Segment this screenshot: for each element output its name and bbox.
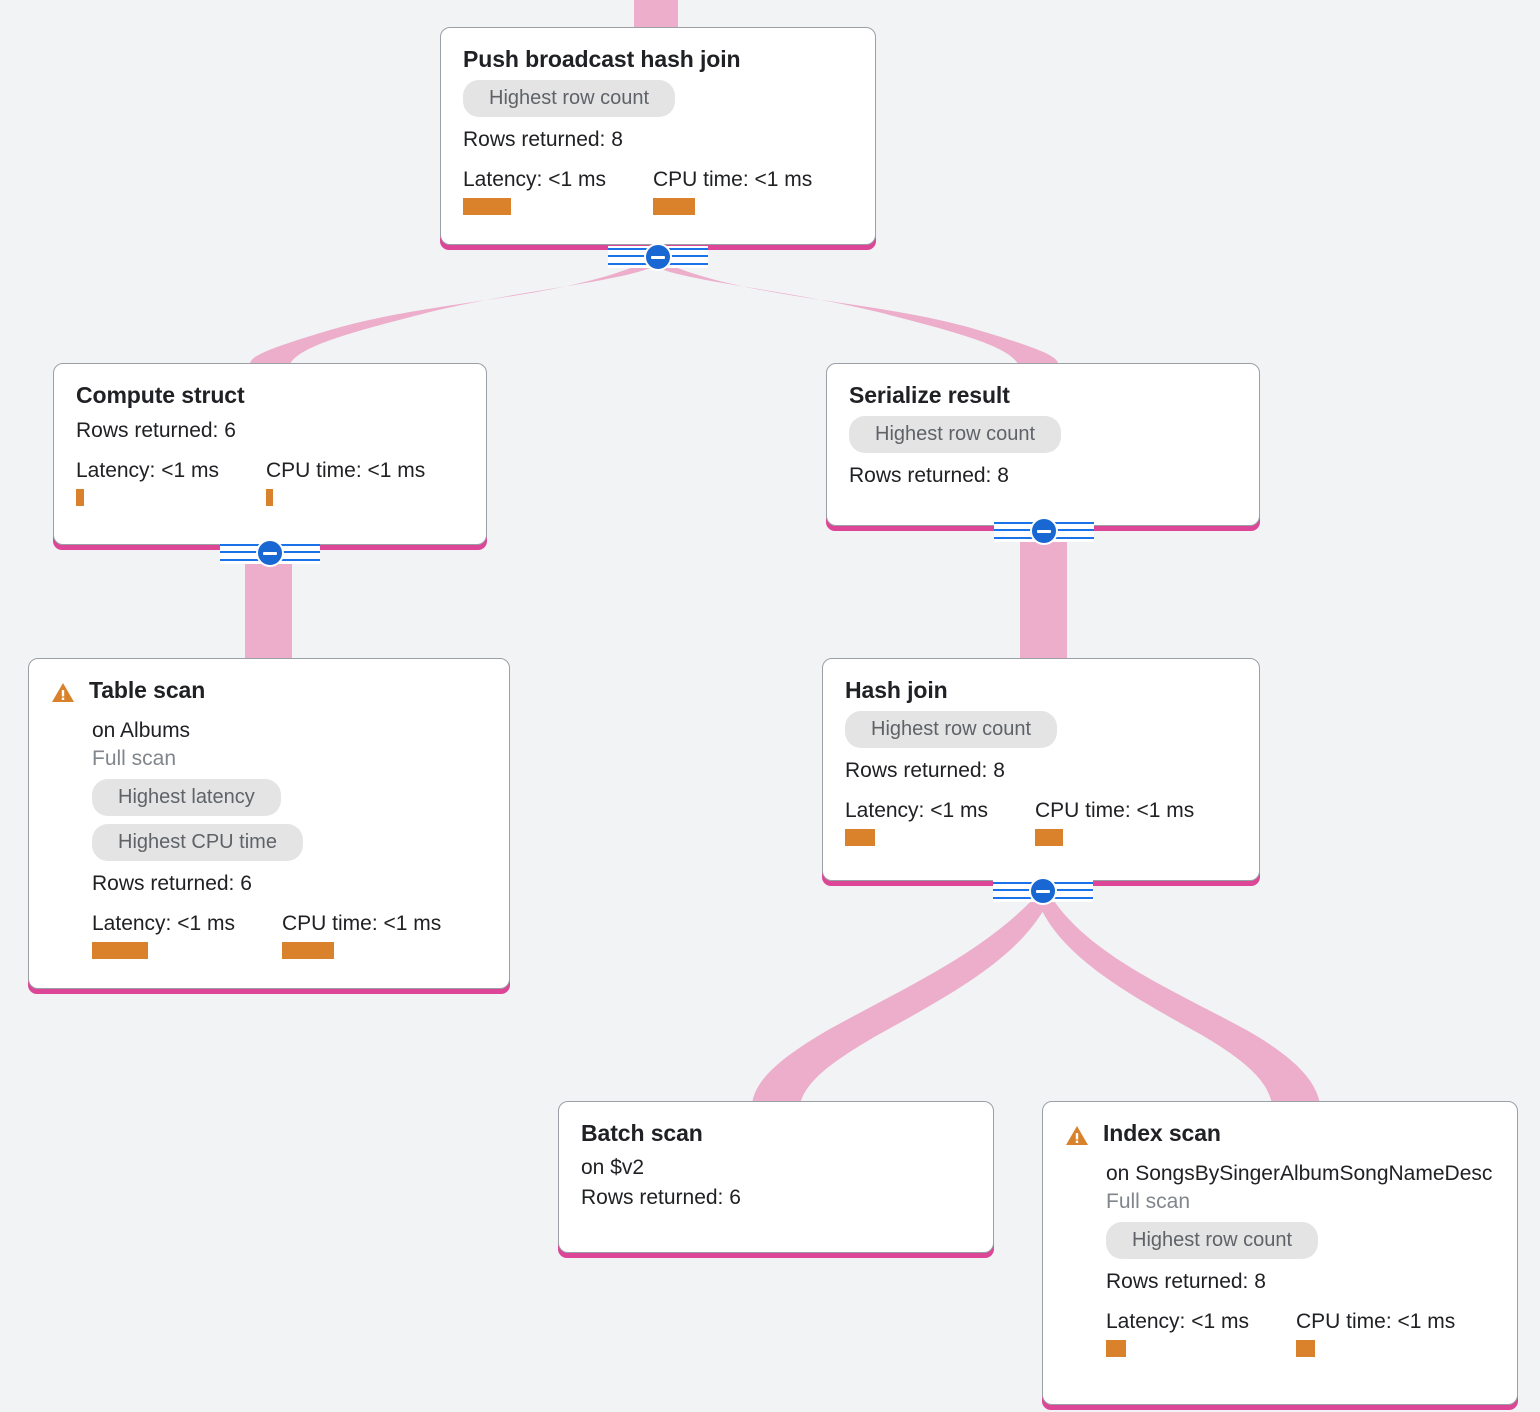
node-subtitle: on SongsBySingerAlbumSongNameDesc — [1106, 1162, 1493, 1185]
minus-glyph — [651, 255, 665, 259]
metric-latency-bar — [92, 941, 148, 959]
metric-cpu-time: CPU time: <1 ms — [653, 167, 812, 215]
metric-latency-label: Latency: <1 ms — [845, 798, 988, 822]
metric-cpu-time-label: CPU time: <1 ms — [282, 911, 442, 935]
rows-returned: Rows returned: 8 — [1106, 1270, 1266, 1294]
node-scan-note: Full scan — [92, 747, 177, 771]
metric-latency: Latency: <1 ms — [1106, 1309, 1296, 1357]
node-table-scan[interactable]: Table scan on Albums Full scan Highest l… — [28, 658, 510, 989]
metric-cpu-time: CPU time: <1 ms — [1296, 1309, 1455, 1357]
metric-latency-label: Latency: <1 ms — [1106, 1309, 1249, 1333]
node-title: Index scan — [1103, 1120, 1221, 1146]
node-title: Push broadcast hash join — [463, 46, 741, 72]
metric-latency: Latency: <1 ms — [92, 911, 282, 959]
node-serialize-result[interactable]: Serialize result Highest row count Rows … — [826, 363, 1260, 526]
metric-cpu-time: CPU time: <1 ms — [266, 458, 425, 506]
node-compute-struct[interactable]: Compute struct Rows returned: 6 Latency:… — [53, 363, 487, 545]
metric-latency-bar — [76, 488, 84, 506]
rows-returned: Rows returned: 8 — [463, 128, 623, 152]
edge-push-to-serialize-result — [653, 262, 1058, 364]
edge-hash-join-to-index-scan — [1038, 898, 1320, 1104]
badge-highest-latency: Highest latency — [92, 779, 281, 817]
metric-latency-bar — [463, 197, 511, 215]
metric-cpu-time-bar — [282, 941, 334, 959]
metric-cpu-time: CPU time: <1 ms — [1035, 798, 1194, 846]
metric-cpu-time-label: CPU time: <1 ms — [1035, 798, 1195, 822]
warning-icon — [51, 682, 75, 709]
collapse-toggle-compute-struct[interactable] — [220, 538, 320, 568]
edge-hash-join-to-batch-scan — [752, 898, 1048, 1104]
minus-icon[interactable] — [1030, 517, 1058, 545]
collapse-toggle-hash-join[interactable] — [993, 876, 1093, 906]
metric-latency: Latency: <1 ms — [76, 458, 266, 506]
badge-highest-cpu-time: Highest CPU time — [92, 824, 303, 862]
metric-latency-label: Latency: <1 ms — [463, 167, 606, 191]
rows-returned: Rows returned: 6 — [76, 419, 236, 443]
minus-icon[interactable] — [256, 539, 284, 567]
node-title: Batch scan — [581, 1120, 703, 1146]
metric-cpu-time-label: CPU time: <1 ms — [653, 167, 813, 191]
badge-highest-row-count: Highest row count — [849, 416, 1062, 454]
minus-glyph — [1037, 529, 1051, 533]
edge-serialize-result-to-hash-join — [1020, 530, 1067, 662]
minus-icon[interactable] — [1029, 877, 1057, 905]
metric-latency: Latency: <1 ms — [463, 167, 653, 215]
metric-latency-label: Latency: <1 ms — [76, 458, 219, 482]
rows-returned: Rows returned: 8 — [845, 759, 1005, 783]
rows-returned: Rows returned: 8 — [849, 464, 1009, 488]
edge-push-to-compute-struct — [250, 262, 655, 364]
warning-icon — [1065, 1125, 1089, 1152]
rows-returned: Rows returned: 6 — [581, 1185, 741, 1209]
node-subtitle: on $v2 — [581, 1156, 645, 1180]
rows-returned: Rows returned: 6 — [92, 872, 252, 896]
node-batch-scan[interactable]: Batch scan on $v2 Rows returned: 6 — [558, 1101, 994, 1253]
metric-latency-bar — [845, 828, 875, 846]
badge-highest-row-count: Highest row count — [845, 711, 1058, 749]
badge-highest-row-count: Highest row count — [463, 80, 676, 118]
minus-glyph — [1036, 889, 1050, 893]
collapse-toggle-push-broadcast-hash-join[interactable] — [608, 242, 708, 272]
metric-cpu-time-bar — [653, 197, 695, 215]
node-title: Hash join — [845, 677, 948, 703]
collapse-toggle-serialize-result[interactable] — [994, 516, 1094, 546]
node-subtitle: on Albums — [92, 719, 191, 742]
edge-incoming-to-push-broadcast-hash-join — [634, 0, 678, 28]
node-hash-join[interactable]: Hash join Highest row count Rows returne… — [822, 658, 1260, 881]
metric-latency-bar — [1106, 1339, 1126, 1357]
metric-cpu-time-label: CPU time: <1 ms — [1296, 1309, 1456, 1333]
node-title: Serialize result — [849, 382, 1010, 408]
node-scan-note: Full scan — [1106, 1190, 1191, 1214]
node-push-broadcast-hash-join[interactable]: Push broadcast hash join Highest row cou… — [440, 27, 876, 245]
metric-cpu-time-label: CPU time: <1 ms — [266, 458, 426, 482]
metric-cpu-time: CPU time: <1 ms — [282, 911, 441, 959]
node-title: Table scan — [89, 677, 206, 703]
metric-cpu-time-bar — [266, 488, 273, 506]
minus-icon[interactable] — [644, 243, 672, 271]
metric-cpu-time-bar — [1296, 1339, 1315, 1357]
metric-latency-label: Latency: <1 ms — [92, 911, 235, 935]
node-index-scan[interactable]: Index scan on SongsBySingerAlbumSongName… — [1042, 1101, 1518, 1405]
minus-glyph — [263, 551, 277, 555]
metric-latency: Latency: <1 ms — [845, 798, 1035, 846]
node-title: Compute struct — [76, 382, 245, 408]
badge-highest-row-count: Highest row count — [1106, 1222, 1319, 1260]
metric-cpu-time-bar — [1035, 828, 1063, 846]
